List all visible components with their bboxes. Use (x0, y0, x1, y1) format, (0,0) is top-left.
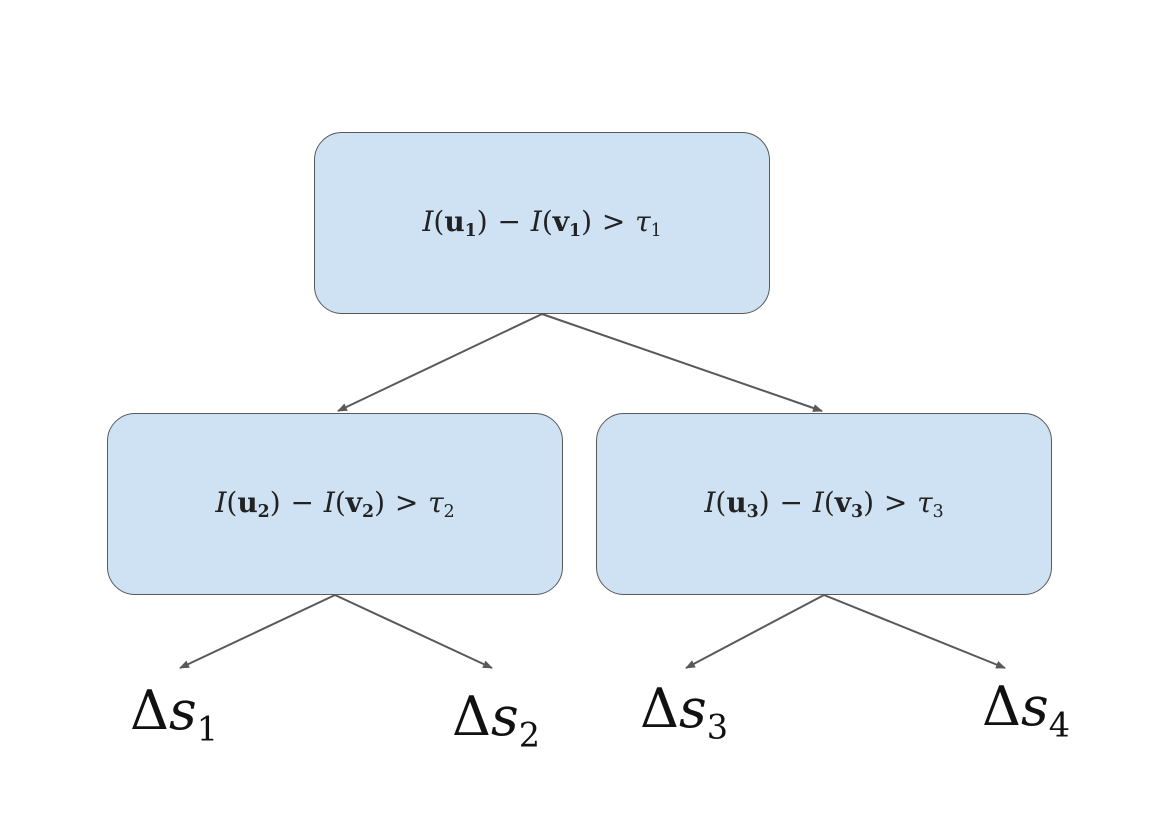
leaf-delta-s1: Δs1 (130, 684, 218, 746)
vector-u: u (444, 204, 465, 238)
function-symbol: I (812, 485, 824, 519)
minus-operator: − (290, 485, 314, 519)
leaf-index: 2 (518, 715, 541, 755)
delta-symbol: Δ (130, 679, 169, 742)
function-symbol: I (704, 485, 716, 519)
vector-v: v (345, 485, 363, 519)
vector-u-index: 3 (746, 502, 759, 523)
leaf-index: 4 (1048, 705, 1071, 745)
function-symbol: I (215, 485, 227, 519)
vector-v: v (834, 485, 852, 519)
threshold-index: 1 (650, 221, 662, 242)
function-symbol: I (530, 204, 542, 238)
leaf-index: 3 (706, 707, 729, 747)
delta-symbol: Δ (982, 675, 1021, 738)
edge-right-leaf-3 (685, 594, 825, 669)
leaf-delta-s3: Δs3 (640, 682, 728, 744)
vector-v-index: 1 (569, 221, 582, 242)
delta-symbol: Δ (640, 677, 679, 740)
edge-right-leaf-4 (823, 594, 1006, 669)
vector-u: u (237, 485, 258, 519)
vector-v: v (552, 204, 570, 238)
threshold-index: 3 (932, 502, 944, 523)
node-left-formula: I(u2)−I(v2)>τ2 (215, 485, 455, 523)
node-right-formula: I(u3)−I(v3)>τ3 (704, 485, 944, 523)
minus-operator: − (779, 485, 803, 519)
threshold-symbol: τ (635, 204, 651, 238)
edge-left-leaf-2 (334, 594, 493, 669)
vector-v-index: 2 (362, 502, 375, 523)
threshold-symbol: τ (917, 485, 933, 519)
function-symbol: I (323, 485, 335, 519)
vector-v-index: 3 (851, 502, 864, 523)
greater-than-operator: > (883, 485, 908, 519)
node-root: I(u1)−I(v1)>τ1 (314, 132, 770, 314)
leaf-variable: s (1021, 675, 1049, 738)
greater-than-operator: > (394, 485, 419, 519)
leaf-variable: s (491, 685, 519, 748)
leaf-variable: s (679, 677, 707, 740)
leaf-delta-s2: Δs2 (452, 690, 540, 752)
greater-than-operator: > (601, 204, 626, 238)
function-symbol: I (422, 204, 434, 238)
leaf-index: 1 (196, 709, 219, 749)
minus-operator: − (497, 204, 521, 238)
threshold-symbol: τ (428, 485, 444, 519)
node-root-formula: I(u1)−I(v1)>τ1 (422, 204, 662, 242)
edge-root-left (337, 313, 543, 412)
leaf-delta-s4: Δs4 (982, 680, 1070, 742)
threshold-index: 2 (443, 502, 455, 523)
node-left: I(u2)−I(v2)>τ2 (107, 413, 563, 595)
delta-symbol: Δ (452, 685, 491, 748)
node-right: I(u3)−I(v3)>τ3 (596, 413, 1052, 595)
vector-u-index: 1 (464, 221, 477, 242)
vector-u-index: 2 (257, 502, 270, 523)
leaf-variable: s (169, 679, 197, 742)
edge-root-right (541, 313, 823, 412)
edge-left-leaf-1 (179, 594, 336, 669)
vector-u: u (726, 485, 747, 519)
